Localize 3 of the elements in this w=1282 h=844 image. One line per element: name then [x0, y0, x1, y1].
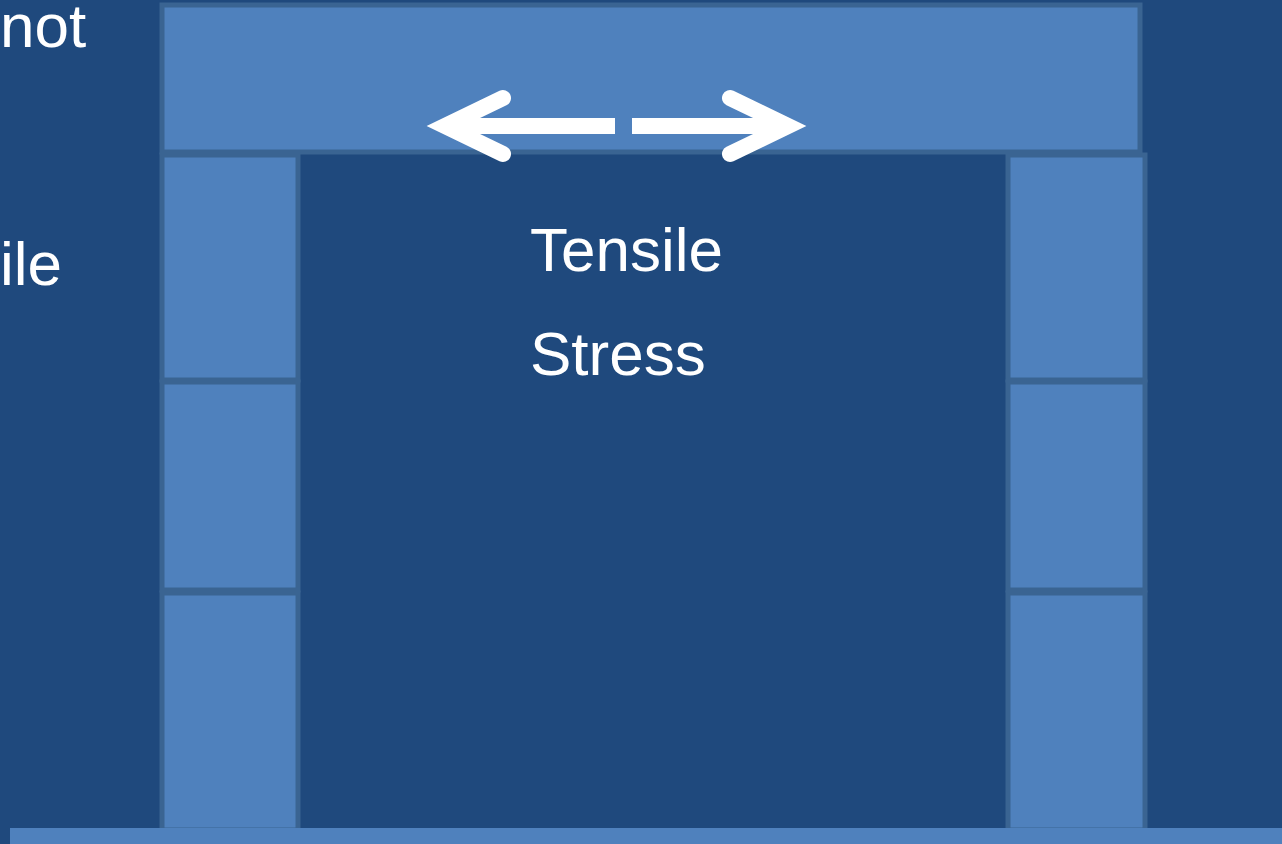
- text-fragment: not: [0, 0, 87, 62]
- stress-label: Tensile Stress: [530, 214, 724, 390]
- text-fragment: ile: [0, 228, 63, 300]
